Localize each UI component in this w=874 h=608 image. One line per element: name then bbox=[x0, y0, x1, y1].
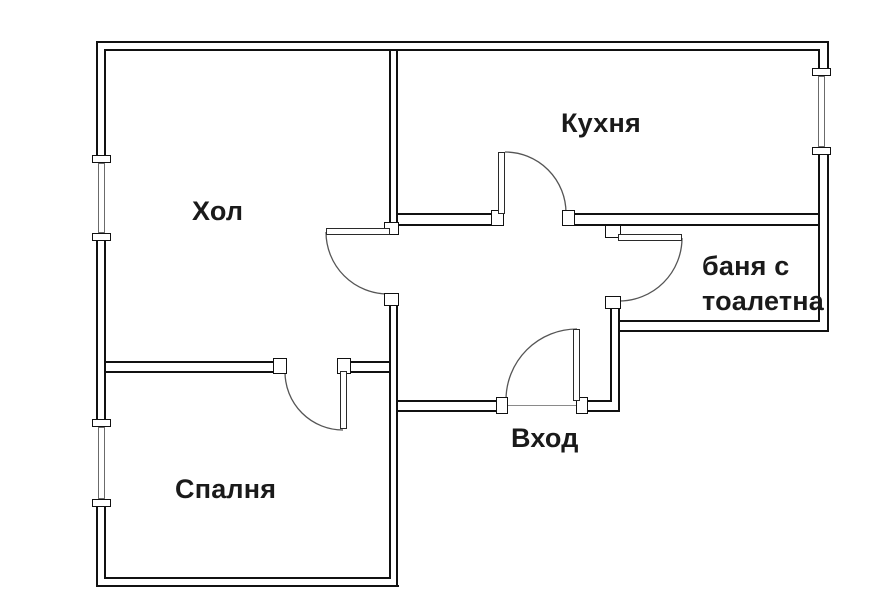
wall-kitchen-bottom bbox=[396, 224, 504, 226]
door-swing-arc-bedroom bbox=[284, 371, 344, 431]
wall-left-inner bbox=[104, 49, 106, 156]
wall-kitchen-bottom bbox=[563, 224, 818, 226]
window-bedroom-cap bbox=[92, 499, 111, 507]
door-jamb-bathroom bbox=[605, 225, 621, 238]
room-label-bathroom: баня с тоалетна bbox=[702, 251, 824, 316]
window-kitchen-cap bbox=[812, 68, 831, 76]
door-leaf-entrance bbox=[573, 329, 580, 401]
wall-right-outer bbox=[827, 155, 829, 332]
wall-bedroom-top bbox=[337, 371, 391, 373]
wall-divider bbox=[396, 49, 398, 234]
door-jamb-entrance bbox=[496, 397, 508, 414]
wall-top-outer bbox=[96, 41, 829, 43]
wall-left-inner bbox=[104, 241, 106, 419]
wall-divider bbox=[396, 293, 398, 587]
wall-bathroom-bottom-outer bbox=[618, 330, 829, 332]
wall-bedroom-bottom-outer bbox=[96, 585, 399, 587]
window-hall-cap bbox=[92, 155, 111, 163]
wall-corridor-right bbox=[610, 297, 612, 402]
door-leaf-hall bbox=[326, 228, 390, 235]
room-label-kitchen: Кухня bbox=[561, 108, 641, 138]
door-leaf-kitchen bbox=[498, 152, 505, 214]
door-jamb-bedroom bbox=[273, 358, 287, 374]
door-swing-arc-entrance bbox=[505, 328, 578, 401]
wall-entrance bbox=[577, 410, 620, 412]
window-hall-glazing bbox=[98, 163, 105, 233]
wall-left-outer bbox=[96, 507, 98, 587]
wall-bedroom-top bbox=[104, 371, 287, 373]
wall-divider bbox=[389, 49, 391, 234]
wall-bedroom-bottom-inner bbox=[104, 577, 391, 579]
room-label-hall: Хол bbox=[192, 196, 244, 226]
wall-top-inner bbox=[104, 49, 820, 51]
window-kitchen-cap bbox=[812, 147, 831, 155]
wall-kitchen-bottom bbox=[396, 213, 504, 215]
wall-right-inner bbox=[818, 155, 820, 322]
room-label-bedroom: Спалня bbox=[175, 474, 277, 504]
door-leaf-bedroom bbox=[340, 371, 347, 429]
wall-left-outer bbox=[96, 241, 98, 419]
window-hall-cap bbox=[92, 233, 111, 241]
wall-entrance bbox=[396, 400, 507, 402]
door-swing-arc-kitchen bbox=[504, 151, 567, 214]
window-bedroom-glazing bbox=[98, 427, 105, 499]
window-bedroom-cap bbox=[92, 419, 111, 427]
wall-bathroom-bottom-inner bbox=[618, 320, 818, 322]
wall-entrance bbox=[577, 400, 612, 402]
wall-right-outer bbox=[827, 41, 829, 69]
door-jamb-bathroom bbox=[605, 296, 621, 309]
room-label-entrance: Вход bbox=[511, 423, 579, 453]
wall-left-inner bbox=[104, 507, 106, 579]
door-swing-arc-bathroom bbox=[618, 237, 683, 302]
wall-corridor-right bbox=[618, 297, 620, 412]
entrance-threshold-line bbox=[507, 405, 577, 406]
door-leaf-bathroom bbox=[618, 234, 682, 241]
door-swing-arc-hall bbox=[325, 231, 389, 295]
wall-kitchen-bottom bbox=[563, 213, 818, 215]
door-jamb-hall bbox=[384, 293, 399, 306]
wall-bedroom-top bbox=[104, 361, 287, 363]
wall-entrance bbox=[396, 410, 507, 412]
wall-divider bbox=[389, 293, 391, 577]
wall-left-outer bbox=[96, 41, 98, 156]
door-jamb-entrance bbox=[576, 397, 588, 414]
wall-bedroom-top bbox=[337, 361, 391, 363]
door-jamb-kitchen bbox=[491, 210, 504, 226]
wall-right-inner bbox=[818, 49, 820, 69]
window-kitchen-glazing bbox=[818, 76, 825, 147]
door-jamb-kitchen bbox=[562, 210, 575, 226]
